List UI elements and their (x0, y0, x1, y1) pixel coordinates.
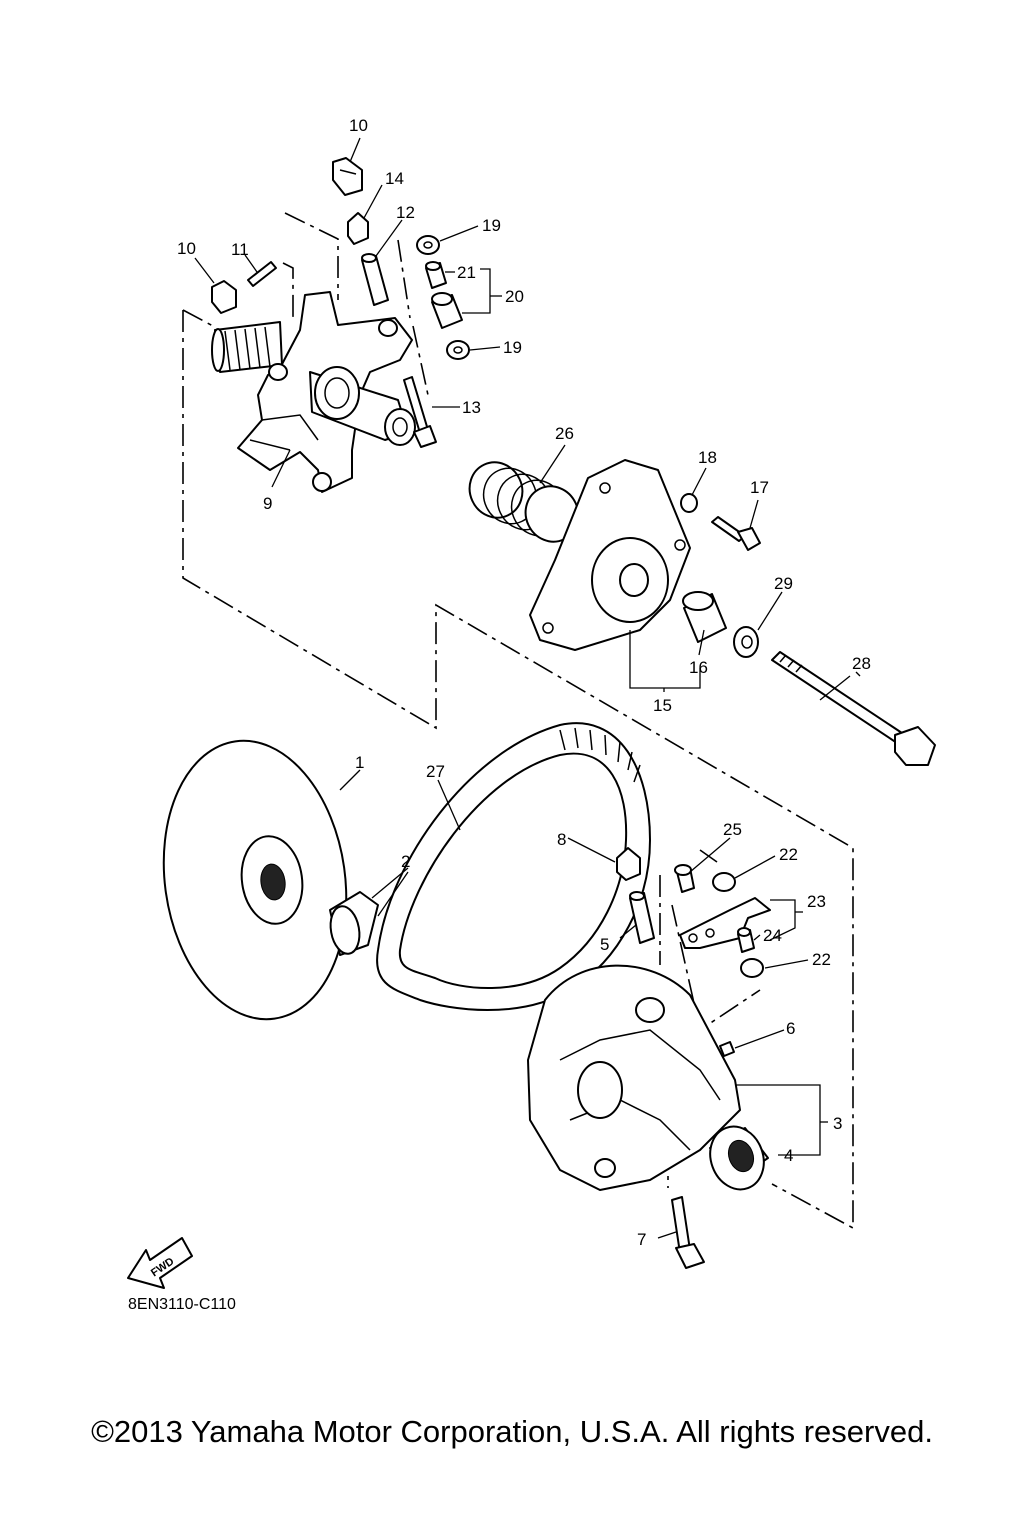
callout-19-lower: 19 (503, 338, 522, 357)
part-bolt-long (403, 376, 437, 448)
drawing-code: 8EN3110-C110 (128, 1296, 236, 1313)
leader-lines (194, 137, 861, 1239)
callout-21: 21 (457, 263, 476, 282)
part-small-washer (680, 493, 698, 513)
part-weight-arm (679, 897, 771, 949)
part-washer-lower (446, 340, 470, 360)
part-set-screw (719, 1041, 735, 1057)
part-roller-clip-top (332, 157, 363, 196)
part-roller (431, 292, 463, 329)
callout-28: 28 (852, 654, 871, 673)
part-dowel-pin (629, 891, 655, 944)
part-cap-bushing (682, 591, 727, 643)
callout-12: 12 (396, 203, 415, 222)
callout-25: 25 (723, 820, 742, 839)
forward-arrow-icon: FWD (127, 1237, 193, 1289)
callout-23: 23 (807, 892, 826, 911)
part-weight-pin (674, 864, 695, 893)
callout-7: 7 (637, 1230, 646, 1249)
callout-13: 13 (462, 398, 481, 417)
part-roller-clip-left (211, 280, 237, 314)
part-cap-bolt (711, 516, 761, 551)
callout-22-upper: 22 (779, 845, 798, 864)
part-clutch-cap (529, 459, 691, 651)
callout-20: 20 (505, 287, 524, 306)
part-movable-sheave (527, 964, 741, 1191)
part-pin (247, 261, 277, 287)
callout-26: 26 (555, 424, 574, 443)
callout-18: 18 (698, 448, 717, 467)
callout-10: 10 (349, 116, 368, 135)
part-bushing (425, 261, 447, 289)
part-spider-assembly (211, 291, 416, 493)
callout-5: 5 (600, 935, 609, 954)
callout-17: 17 (750, 478, 769, 497)
callout-10-left: 10 (177, 239, 196, 258)
part-spring (468, 461, 580, 543)
callout-8: 8 (557, 830, 566, 849)
callout-27: 27 (426, 762, 445, 781)
part-sheave-bolt (671, 1196, 705, 1269)
part-drive-belt (376, 722, 651, 1011)
callout-14: 14 (385, 169, 404, 188)
callout-4: 4 (784, 1146, 793, 1165)
part-washer-upper (416, 235, 440, 255)
part-fixed-sheave (162, 739, 348, 1021)
callout-15: 15 (653, 696, 672, 715)
callout-9: 9 (263, 494, 272, 513)
callout-2: 2 (401, 852, 410, 871)
callout-16: 16 (689, 658, 708, 677)
callout-22-lower: 22 (812, 950, 831, 969)
part-locknut (347, 212, 369, 245)
part-collar (329, 891, 379, 956)
part-arm-washer-upper (712, 872, 736, 892)
callout-6: 6 (786, 1019, 795, 1038)
part-roller-pin (361, 253, 389, 306)
part-belt-nut (616, 847, 641, 881)
part-center-washer (733, 626, 759, 658)
part-center-bolt (771, 651, 936, 766)
callout-29: 29 (774, 574, 793, 593)
callout-3: 3 (833, 1114, 842, 1133)
part-sheave-bushing (709, 1125, 769, 1191)
part-arm-bushing (737, 927, 755, 953)
callout-11: 11 (231, 240, 249, 259)
callout-19-upper: 19 (482, 216, 501, 235)
callout-labels: 10 14 12 19 10 11 21 20 19 13 9 26 18 17… (177, 116, 871, 1249)
part-arm-washer-lower (740, 958, 764, 978)
callout-1: 1 (355, 753, 364, 772)
callout-24: 24 (763, 926, 782, 945)
copyright-notice: ©2013 Yamaha Motor Corporation, U.S.A. A… (91, 1414, 933, 1449)
